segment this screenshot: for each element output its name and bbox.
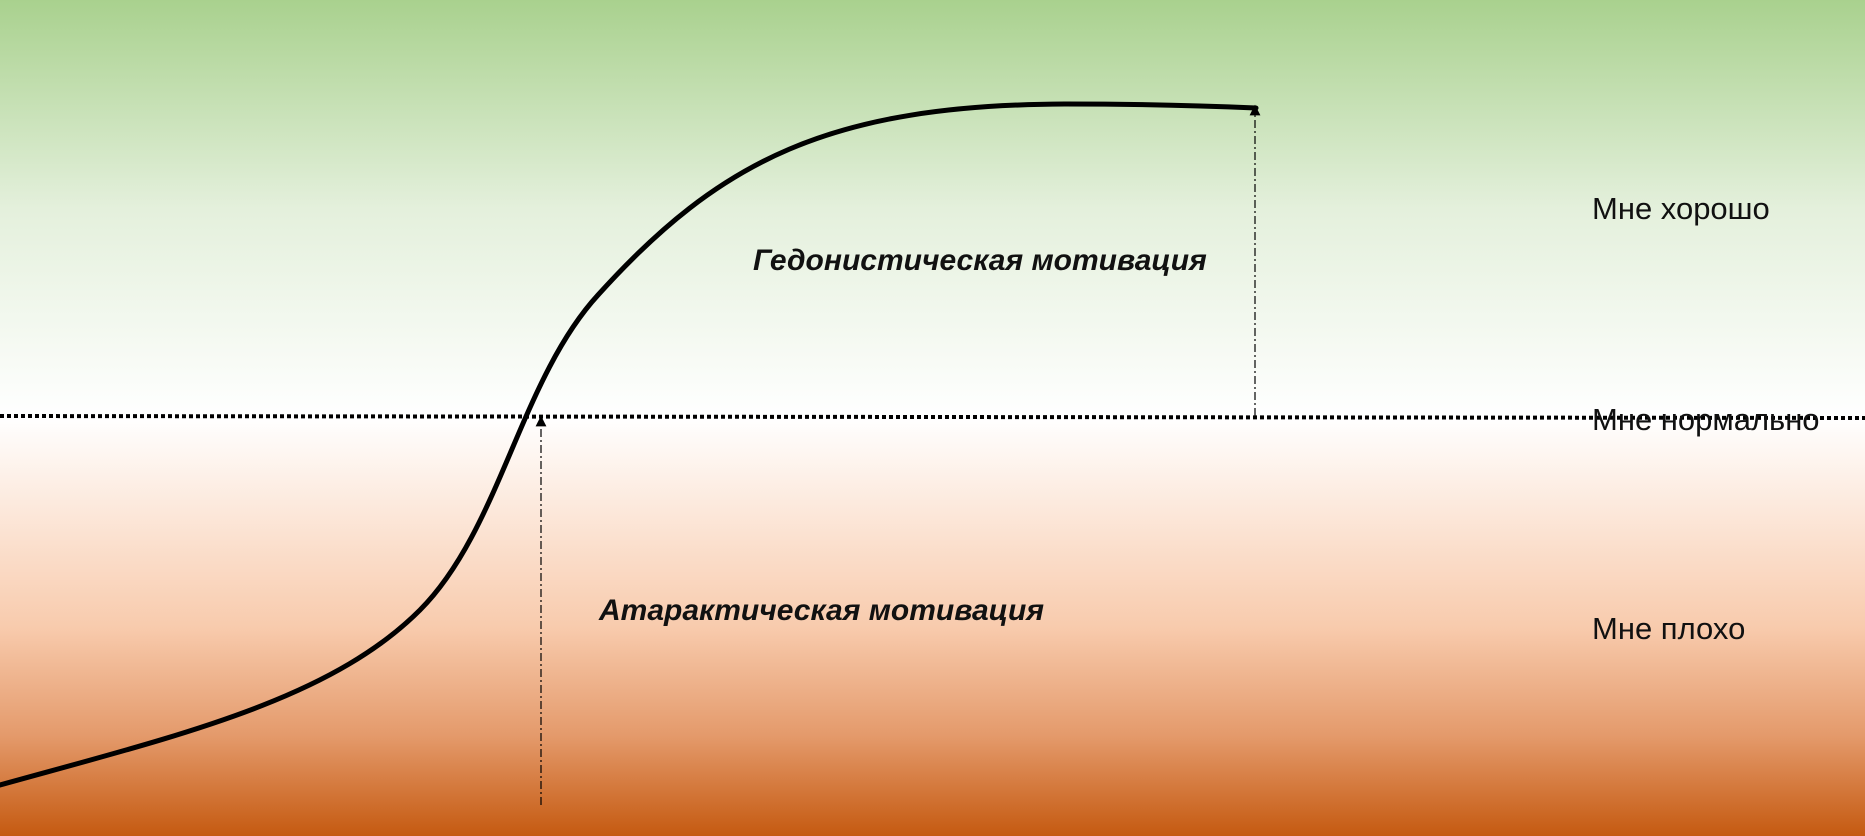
ataractic-motivation-label: Атарактическая мотивация [599,594,1045,627]
zone-label-bad: Мне плохо [1592,611,1746,646]
zone-label-normal: Мне нормально [1592,402,1820,437]
zone-label-good: Мне хорошо [1592,191,1770,226]
hedonistic-motivation-label: Гедонистическая мотивация [753,244,1207,277]
motivation-curve [0,101,1259,788]
baseline-dotted-line [0,414,1865,420]
